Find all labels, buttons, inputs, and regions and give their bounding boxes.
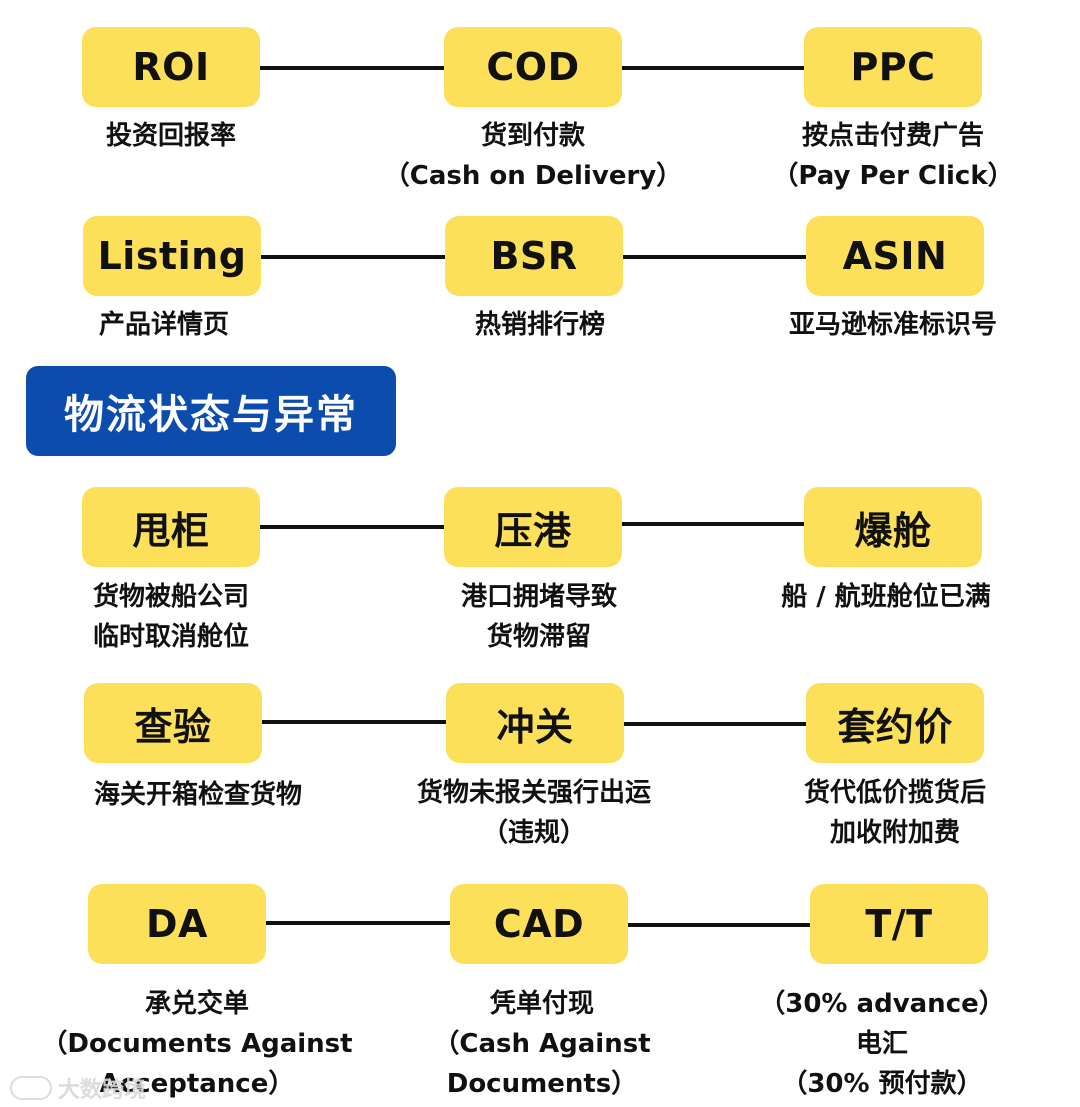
desc-line: 承兑交单 — [144, 989, 249, 1019]
desc-line: （30% 预付款） — [781, 1069, 983, 1099]
desc-line: 按点击付费广告 — [801, 121, 984, 151]
watermark-text: 大数跨境 — [58, 1078, 147, 1103]
term-desc-shuaigui: 货物被船公司 临时取消舱位 — [1, 577, 341, 657]
term-label: ASIN — [842, 234, 948, 278]
desc-line: 货物未报关强行出运 — [416, 778, 651, 808]
term-label: BSR — [490, 234, 578, 278]
desc-line: 凭单付现 — [489, 989, 594, 1019]
section-header-logistics: 物流状态与异常 — [26, 366, 396, 456]
term-label: PPC — [850, 45, 936, 89]
term-box-yagang: 压港 — [444, 487, 622, 567]
term-label: CAD — [493, 902, 585, 946]
row-3-connector-right — [622, 722, 812, 726]
term-label: 冲关 — [496, 704, 574, 749]
desc-line: 投资回报率 — [105, 121, 236, 151]
desc-line: 货到付款 — [480, 121, 585, 151]
row-3-connector-left — [260, 720, 450, 724]
row-2-connector-left — [258, 525, 448, 529]
desc-line: 加收附加费 — [829, 818, 960, 848]
term-box-taoyuejia: 套约价 — [806, 683, 984, 763]
desc-line: 临时取消舱位 — [92, 622, 249, 652]
term-label: COD — [486, 45, 580, 89]
row-1-connector-right — [620, 255, 810, 259]
term-desc-da: 承兑交单 （Documents Against Acceptance） — [27, 984, 367, 1104]
term-box-bsr: BSR — [445, 216, 623, 296]
term-box-da: DA — [88, 884, 266, 964]
desc-line: 货物被船公司 — [92, 582, 249, 612]
term-box-cad: CAD — [450, 884, 628, 964]
desc-line: 海关开箱检查货物 — [93, 780, 302, 810]
desc-line: （Documents Against — [41, 1029, 353, 1059]
watermark-logo-icon — [10, 1076, 52, 1100]
term-box-cod: COD — [444, 27, 622, 107]
desc-line: （违规） — [481, 818, 586, 848]
term-label: ROI — [132, 45, 210, 89]
watermark: 大数跨境 — [10, 1072, 146, 1104]
desc-line: Acceptance） — [99, 1069, 295, 1099]
desc-line: （Cash on Delivery） — [383, 161, 683, 191]
term-desc-cod: 货到付款 （Cash on Delivery） — [363, 116, 703, 196]
term-box-roi: ROI — [82, 27, 260, 107]
term-desc-bsr: 热销排行榜 — [370, 305, 710, 345]
desc-line: 船 / 航班舱位已满 — [781, 582, 991, 612]
term-desc-taoyuejia: 货代低价揽货后 加收附加费 — [725, 773, 1065, 853]
desc-line: 电汇 — [855, 1029, 908, 1059]
term-box-baocang: 爆舱 — [804, 487, 982, 567]
term-box-shuaigui: 甩柜 — [82, 487, 260, 567]
desc-line: （Cash Against — [433, 1029, 651, 1059]
desc-line: （30% advance） — [759, 989, 1005, 1019]
row-0-connector-right — [618, 66, 808, 70]
term-label: 压港 — [494, 508, 572, 553]
term-label: 爆舱 — [854, 508, 932, 553]
term-box-chayan: 查验 — [84, 683, 262, 763]
row-1-connector-left — [260, 255, 450, 259]
term-desc-baocang: 船 / 航班舱位已满 — [716, 577, 1056, 617]
row-0-connector-left — [258, 66, 448, 70]
term-desc-chongguan: 货物未报关强行出运 （违规） — [364, 773, 704, 853]
term-desc-yagang: 港口拥堵导致 货物滞留 — [369, 577, 709, 657]
section-header-label: 物流状态与异常 — [64, 392, 358, 438]
desc-line: Documents） — [446, 1069, 638, 1099]
desc-line: （Pay Per Click） — [772, 161, 1014, 191]
desc-line: 亚马逊标准标识号 — [788, 310, 997, 340]
term-label: 查验 — [134, 704, 212, 749]
desc-line: 港口拥堵导致 — [460, 582, 617, 612]
term-label: Listing — [97, 234, 247, 278]
term-desc-chayan: 海关开箱检查货物 — [28, 775, 368, 815]
term-desc-tt: （30% advance） 电汇 （30% 预付款） — [712, 984, 1052, 1104]
term-desc-roi: 投资回报率 — [1, 116, 341, 156]
term-label: T/T — [865, 902, 933, 946]
term-label: 套约价 — [837, 704, 953, 749]
term-box-listing: Listing — [83, 216, 261, 296]
desc-line: 货代低价揽货后 — [803, 778, 986, 808]
row-4-connector-right — [626, 923, 816, 927]
term-label: 甩柜 — [132, 508, 210, 553]
desc-line: 产品详情页 — [98, 310, 229, 340]
row-2-connector-right — [618, 522, 808, 526]
term-desc-listing: 产品详情页 — [0, 305, 334, 345]
term-desc-ppc: 按点击付费广告 （Pay Per Click） — [723, 116, 1063, 196]
term-box-chongguan: 冲关 — [446, 683, 624, 763]
term-box-ppc: PPC — [804, 27, 982, 107]
row-4-connector-left — [264, 921, 454, 925]
desc-line: 热销排行榜 — [474, 310, 605, 340]
term-box-asin: ASIN — [806, 216, 984, 296]
desc-line: 货物滞留 — [486, 622, 591, 652]
term-label: DA — [146, 902, 208, 946]
term-box-tt: T/T — [810, 884, 988, 964]
term-desc-asin: 亚马逊标准标识号 — [723, 305, 1063, 345]
term-desc-cad: 凭单付现 （Cash Against Documents） — [372, 984, 712, 1104]
